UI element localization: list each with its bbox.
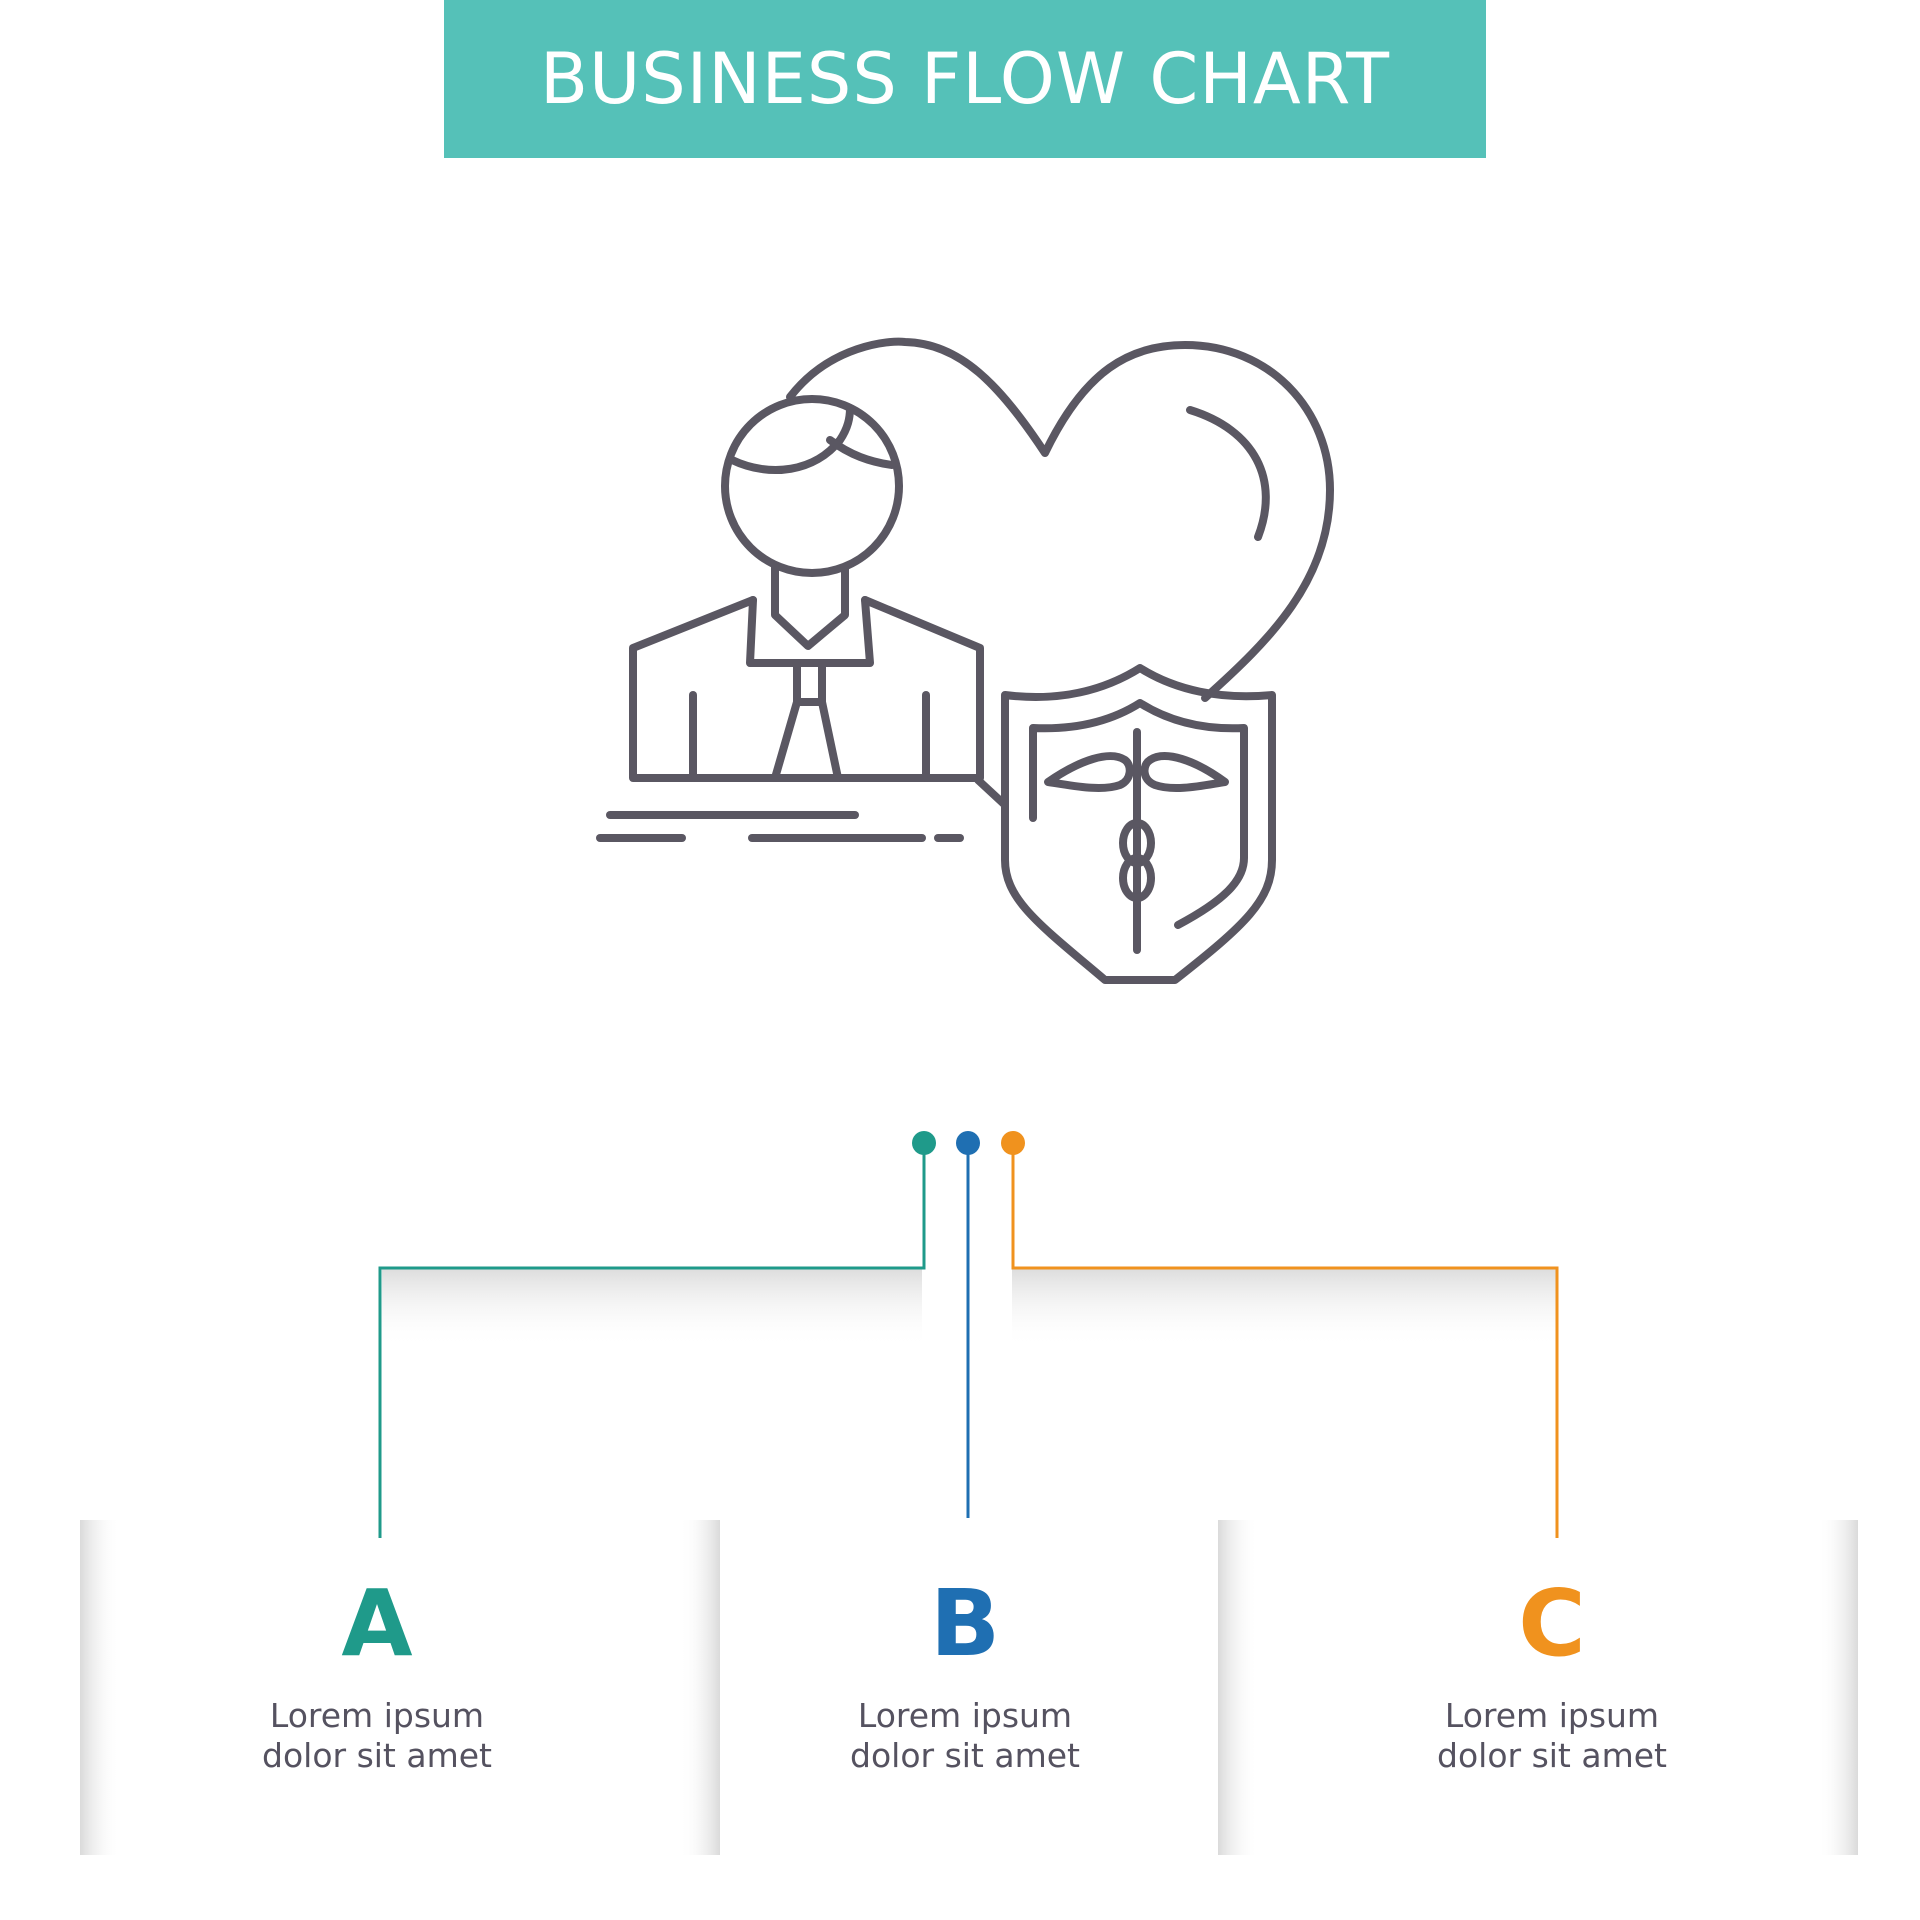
caduceus-knot-bottom bbox=[1119, 854, 1155, 902]
page-title: BUSINESS FLOW CHART bbox=[539, 38, 1391, 120]
step-text-c-line2: dolor sit amet bbox=[1437, 1736, 1667, 1775]
shield-inner bbox=[1029, 699, 1248, 929]
step-text-a-line1: Lorem ipsum bbox=[269, 1696, 485, 1735]
step-letter-c: C bbox=[1518, 1570, 1586, 1677]
head-circle bbox=[721, 395, 903, 577]
card-a-shadow-left bbox=[80, 1520, 120, 1855]
neck bbox=[771, 563, 849, 650]
step-text-b-line1: Lorem ipsum bbox=[857, 1696, 1073, 1735]
shade-right-band bbox=[1012, 1268, 1557, 1348]
hair-line-right bbox=[826, 436, 896, 469]
businessman-heart-insurance-shield-icon bbox=[596, 337, 1334, 984]
step-card-b: B Lorem ipsum dolor sit amet bbox=[765, 1578, 1165, 1776]
shade-left-band bbox=[382, 1268, 922, 1348]
caduceus-wings bbox=[1044, 752, 1229, 792]
card-c-shadow-left bbox=[1218, 1520, 1258, 1855]
torso bbox=[629, 596, 984, 782]
step-letter-a: A bbox=[341, 1570, 413, 1677]
step-text-b-line2: dolor sit amet bbox=[850, 1736, 1080, 1775]
step-letter-b: B bbox=[929, 1570, 1001, 1677]
heart-highlight bbox=[1186, 406, 1270, 541]
connector-dot-b bbox=[956, 1131, 980, 1155]
step-text-a-line2: dolor sit amet bbox=[262, 1736, 492, 1775]
desk-connector bbox=[974, 776, 1009, 809]
connector-a bbox=[378, 1142, 926, 1538]
connector-dot-c bbox=[1001, 1131, 1025, 1155]
card-c-shadow-right bbox=[1818, 1520, 1858, 1855]
shield-outer bbox=[1001, 664, 1276, 984]
step-card-c: C Lorem ipsum dolor sit amet bbox=[1352, 1578, 1752, 1776]
connector-dot-a bbox=[912, 1131, 936, 1155]
step-card-a: A Lorem ipsum dolor sit amet bbox=[177, 1578, 577, 1776]
hair-line bbox=[728, 404, 854, 474]
card-a-shadow-right bbox=[680, 1520, 720, 1855]
heart-outline bbox=[786, 337, 1334, 702]
title-banner: BUSINESS FLOW CHART bbox=[444, 0, 1486, 158]
caduceus-knot-top bbox=[1119, 819, 1155, 867]
collar bbox=[746, 596, 874, 667]
step-text-c-line1: Lorem ipsum bbox=[1444, 1696, 1660, 1735]
tie bbox=[771, 659, 842, 782]
connector-c bbox=[1011, 1142, 1559, 1538]
